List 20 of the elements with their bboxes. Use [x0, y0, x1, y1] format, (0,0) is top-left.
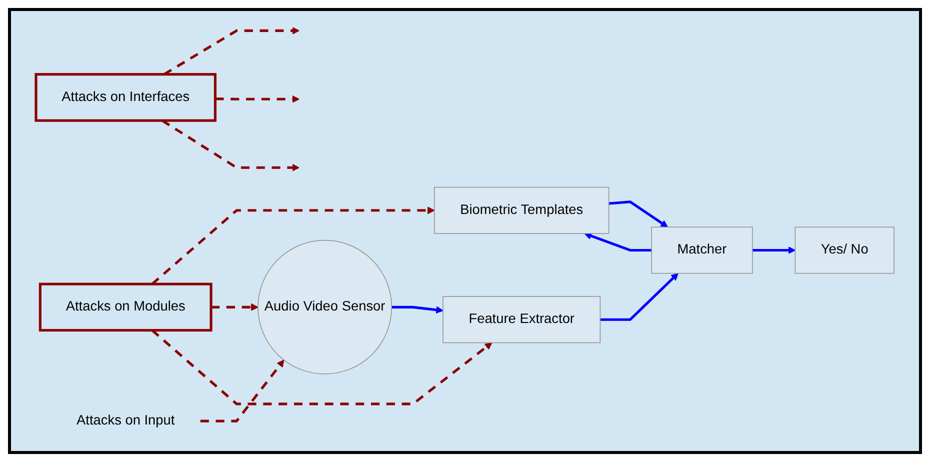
node-box — [34, 73, 216, 122]
node-box — [38, 282, 212, 332]
arrow — [608, 200, 668, 228]
arrow — [584, 232, 652, 252]
node-box — [651, 226, 753, 274]
node-text: Attacks on Input — [76, 413, 175, 428]
arrow — [151, 329, 492, 406]
arrow — [392, 306, 444, 314]
arrow — [752, 246, 796, 254]
arrow — [211, 303, 258, 311]
arrow — [600, 273, 678, 321]
diagram-background: Attacks on Modules Biometric Templates Audio Video Sensor Feature Extractor Matcher Yes/ No Attacks on Interfaces Attacks on Input — [8, 8, 922, 454]
node-box — [434, 186, 610, 234]
node-box — [794, 226, 894, 274]
arrow — [200, 360, 284, 422]
node-box — [442, 296, 601, 344]
arrow — [163, 26, 300, 76]
arrow — [151, 206, 435, 286]
node-circle — [258, 240, 392, 374]
arrow — [215, 95, 300, 103]
